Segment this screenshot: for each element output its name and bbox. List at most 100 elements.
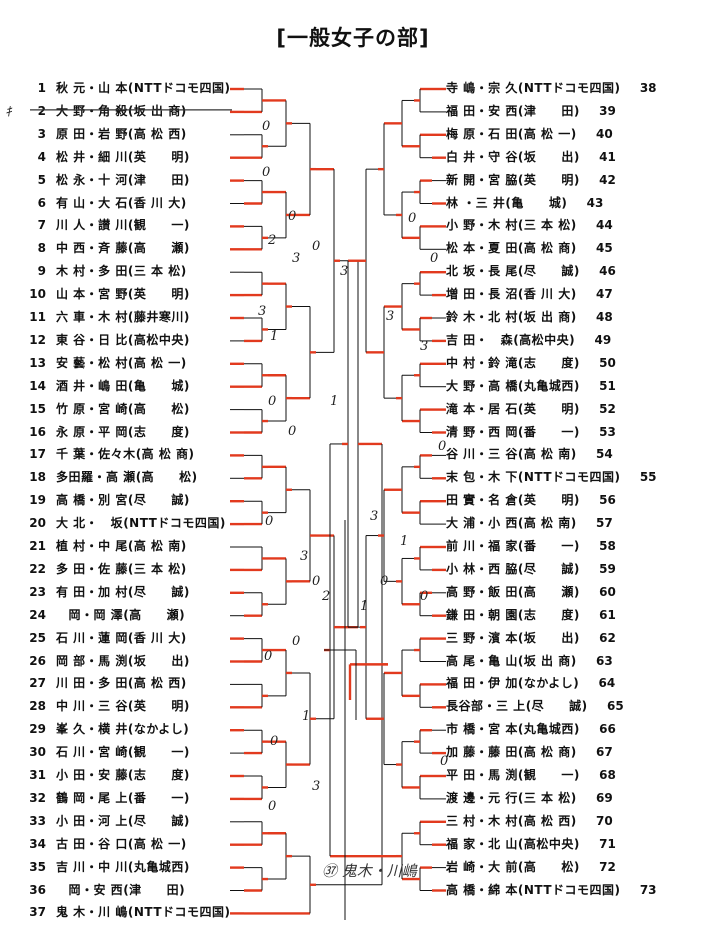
entry-team: (丸亀城西) (517, 722, 580, 737)
score-mark: 1 (302, 709, 310, 724)
right-entry-row: 滝 本・居 石(英 明)52 (446, 398, 616, 420)
right-entry-row: 前 川・福 家(番 一)58 (446, 535, 616, 557)
entry-number: 51 (599, 378, 616, 393)
entry-names: 高 橋・別 宮 (56, 493, 128, 508)
entry-names: 田 實・名 倉 (446, 493, 518, 508)
right-entry-row: 田 實・名 倉(英 明) 56 (446, 489, 616, 511)
entry-names: 峯 久・横 井 (56, 722, 128, 737)
entry-team: (坂 出 商) (517, 653, 577, 668)
right-entry-row: 林 ・三 井(亀 城)43 (446, 192, 603, 214)
entry-names: 滝 本・居 石 (446, 401, 518, 416)
entry-number: 22 (29, 561, 46, 576)
score-mark: 0 (262, 119, 270, 134)
entry-number: 65 (606, 699, 624, 714)
entry-team: (志 度) (127, 424, 190, 439)
entry-number: 5 (37, 172, 46, 187)
entry-team: (観 一) (127, 745, 190, 760)
entry-team: (坂 出 商) (517, 310, 577, 324)
entry-names: 小 田・安 藤 (56, 768, 128, 782)
entry-number: 71 (599, 836, 616, 851)
score-mark: 3 (312, 779, 320, 794)
right-entry-row: 高 橋・綿 本(NTTドコモ四国)73 (446, 879, 657, 901)
entry-team: (志 度) (127, 768, 190, 782)
entry-names: 福 田・安 西 (446, 103, 518, 118)
entry-number: 11 (29, 310, 46, 324)
right-entry-row: 三 野・濱 本(坂 出)62 (446, 627, 616, 649)
entry-team: (高 松 西) (127, 676, 187, 691)
entry-number: 29 (29, 722, 46, 737)
entry-team: (英 明) (517, 493, 580, 508)
entry-number: 54 (595, 447, 613, 462)
entry-team: (高 松) (517, 859, 580, 874)
entry-team: (高松中央) (513, 332, 576, 347)
score-mark: 1 (400, 534, 408, 549)
entry-number: 6 (37, 195, 46, 210)
entry-team: (香 川 大) (517, 287, 577, 302)
entry-names: 小 野・木 村 (446, 218, 518, 233)
entry-team: (尽 誠) (517, 561, 580, 576)
entry-names: 大 野・角 殺 (56, 103, 128, 118)
entry-team: (高 松 南) (127, 539, 187, 553)
entry-number: 60 (599, 584, 616, 599)
entry-names: 中 川・三 谷 (56, 699, 128, 714)
right-entry-row: 新 開・宮 脇(英 明)42 (446, 169, 616, 191)
entry-team: (観 一) (127, 218, 190, 233)
right-entry-row: 福 田・安 西(津 田)39 (446, 100, 616, 122)
entry-number: 14 (29, 378, 46, 393)
entry-names: 松 本・夏 田 (446, 241, 518, 256)
entry-team: (NTTドコモ四国) (517, 882, 621, 897)
entry-names: 大 野・高 橋 (446, 378, 518, 393)
entry-number: 20 (29, 516, 46, 531)
entry-number: 10 (29, 287, 46, 302)
score-mark: 0 (380, 574, 388, 589)
entry-number: 2 (37, 103, 46, 118)
score-mark: 0 (440, 754, 448, 769)
entry-number: 49 (594, 332, 612, 347)
score-mark: 0 (312, 239, 320, 254)
score-mark: 1 (330, 394, 338, 409)
entry-names: 石 川・宮 崎 (56, 745, 128, 760)
right-entry-row: 松 本・夏 田(高 松 商)45 (446, 237, 613, 259)
entry-number: 17 (29, 447, 46, 462)
entry-team: (英 明) (517, 401, 580, 416)
score-mark: 0 (420, 589, 428, 604)
entry-names: 増 田・長 沼 (446, 287, 518, 302)
score-mark: 0 (264, 649, 272, 664)
score-mark: 3 (292, 251, 300, 266)
entry-team: (高 松 南) (517, 516, 577, 531)
entry-team: (藤井寒川) (127, 310, 190, 324)
entry-number: 43 (586, 195, 604, 210)
entry-number: 56 (599, 493, 616, 508)
entry-number: 28 (29, 699, 46, 714)
score-mark: 3 (300, 549, 308, 564)
right-entry-row: 大 浦・小 西(高 松 南)57 (446, 512, 613, 534)
entry-names: 白 井・守 谷 (446, 149, 518, 164)
entry-number: 47 (595, 287, 613, 302)
right-entry-row: 岩 崎・大 前(高 松)72 (446, 856, 616, 878)
entry-number: 21 (29, 539, 46, 553)
entry-names: 吉 田・ 森 (446, 332, 514, 347)
right-entry-row: 梅 原・石 田(高 松 一)40 (446, 123, 613, 145)
right-entry-row: 鈴 木・北 村(坂 出 商)48 (446, 306, 613, 328)
score-mark: 3 (386, 309, 394, 324)
page-title: [一般女子の部] (276, 26, 430, 50)
entry-number: 7 (37, 218, 46, 233)
entry-team: (高 松 西) (517, 813, 577, 828)
entry-number: 23 (29, 584, 46, 599)
entry-number: 25 (29, 630, 46, 645)
entry-number: 32 (29, 790, 46, 805)
entry-number: 27 (29, 676, 46, 691)
entry-team: (丸亀城西) (127, 859, 190, 874)
